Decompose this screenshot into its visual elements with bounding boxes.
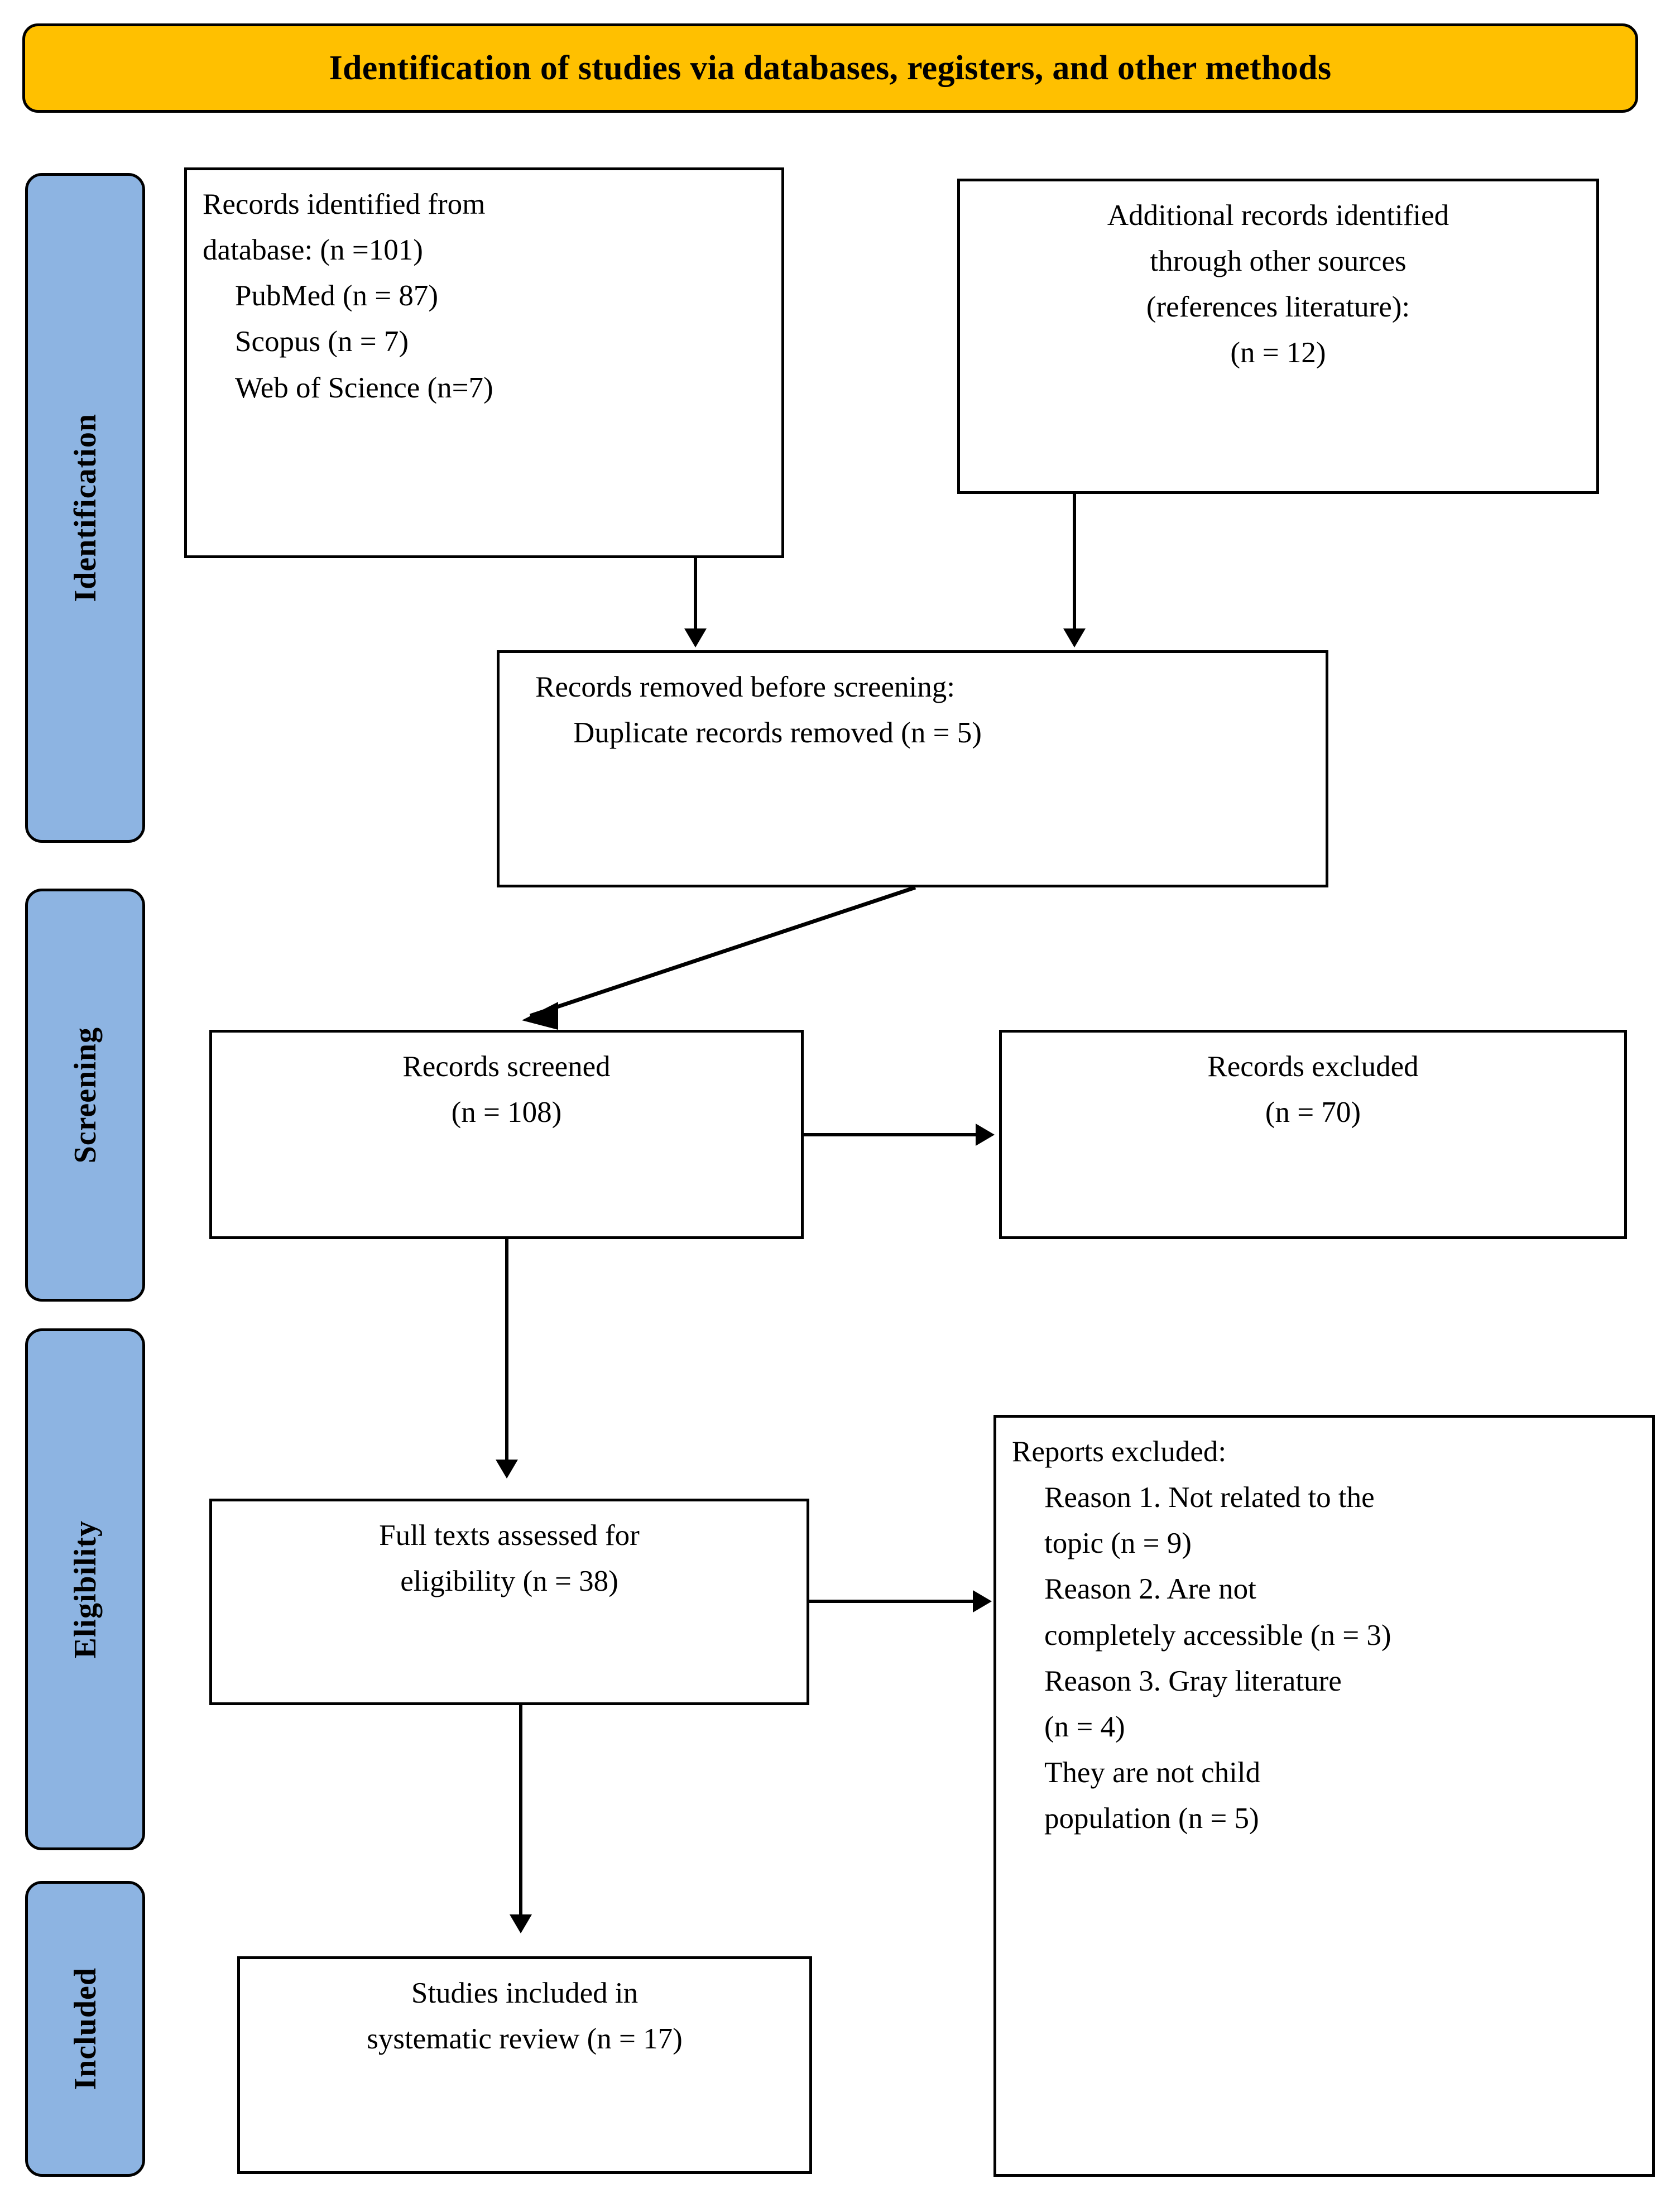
additional-records-line-4: (n = 12)	[1230, 337, 1326, 369]
connector-additional-to-removed	[1073, 494, 1076, 631]
additional-records-line-2: through other sources	[1150, 245, 1407, 278]
records-removed-line-1: Records removed before screening:	[535, 671, 955, 703]
records-identified-line-4: Scopus (n = 7)	[235, 325, 409, 358]
stage-label-eligibility: Eligibility	[25, 1328, 145, 1850]
records-excluded-line-1: Records excluded	[1207, 1050, 1419, 1083]
reports-excluded-reason-2-line-1: Reason 2. Are not	[1012, 1566, 1636, 1612]
connector-fulltexts-to-reports-excluded	[809, 1600, 977, 1603]
records-identified-line-1-c: from	[428, 188, 486, 220]
reports-excluded-heading: Reports excluded:	[1012, 1436, 1227, 1468]
box-studies-included: Studies included in systematic review (n…	[237, 1956, 812, 2174]
reason-2-word-2: 2.	[1139, 1573, 1161, 1606]
connector-fulltexts-to-studies-included	[519, 1705, 522, 1917]
reason-2-word-1: Reason	[1044, 1573, 1132, 1606]
reports-excluded-reason-2-line-2: completely accessible (n = 3)	[1044, 1619, 1391, 1652]
arrowhead-removed-to-screened	[522, 1002, 558, 1030]
page-title: Identification of studies via databases,…	[329, 49, 1332, 87]
box-records-removed: Records removed before screening: Duplic…	[497, 650, 1328, 887]
connector-removed-to-screened	[529, 885, 916, 1018]
stage-label-screening-text: Screening	[68, 1026, 103, 1164]
box-reports-excluded: Reports excluded: Reason 1. Not related …	[993, 1415, 1655, 2177]
stage-label-identification: Identification	[25, 173, 145, 843]
reason-4-word-3: not	[1156, 1756, 1194, 1789]
stage-label-included-text: Included	[68, 1967, 103, 2090]
stage-label-included: Included	[25, 1881, 145, 2177]
diagram-title-banner: Identification of studies via databases,…	[22, 23, 1638, 113]
records-identified-line-5: Web of Science (n=7)	[235, 371, 493, 404]
reason-4-word-2: are	[1112, 1756, 1149, 1789]
records-identified-line-1-b: identified	[306, 188, 421, 220]
records-excluded-line-2: (n = 70)	[1265, 1096, 1361, 1129]
arrowhead-screened-to-excluded	[976, 1124, 995, 1146]
connector-identified-to-removed	[694, 558, 697, 631]
records-screened-line-1: Records screened	[402, 1050, 611, 1083]
studies-included-line-1: Studies included in	[411, 1977, 639, 2009]
records-identified-line-2: database: (n =101)	[203, 234, 423, 267]
arrowhead-fulltexts-to-studies-included	[510, 1914, 532, 1933]
stage-label-screening: Screening	[25, 889, 145, 1302]
records-identified-line-1: Records identified from	[203, 181, 766, 227]
full-texts-line-1: Full texts assessed for	[379, 1519, 640, 1552]
box-records-excluded: Records excluded (n = 70)	[999, 1030, 1627, 1239]
additional-records-line-1: Additional records identified	[1107, 199, 1449, 232]
arrowhead-fulltexts-to-reports-excluded	[973, 1590, 992, 1612]
reason-4-word-4: child	[1201, 1756, 1261, 1789]
records-screened-line-2: (n = 108)	[451, 1096, 562, 1129]
connector-screened-to-excluded	[804, 1133, 977, 1136]
stage-label-identification-text: Identification	[68, 414, 103, 602]
arrowhead-screened-to-fulltexts	[496, 1460, 518, 1479]
studies-included-line-2: systematic review (n = 17)	[367, 2023, 683, 2056]
full-texts-line-2: eligibility (n = 38)	[400, 1565, 618, 1598]
arrowhead-identified-to-removed	[684, 628, 707, 647]
reason-2-word-4: not	[1218, 1573, 1256, 1606]
reports-excluded-reason-1-line-1: Reason 1. Not related to the	[1044, 1481, 1375, 1514]
box-full-texts-assessed: Full texts assessed for eligibility (n =…	[209, 1499, 809, 1705]
reports-excluded-reason-4-line-1: They are not child	[1012, 1750, 1636, 1796]
box-records-identified: Records identified from database: (n =10…	[184, 167, 784, 558]
reports-excluded-reason-4-line-2: population (n = 5)	[1044, 1802, 1259, 1835]
reason-2-word-3: Are	[1167, 1573, 1211, 1606]
arrowhead-additional-to-removed	[1063, 628, 1086, 647]
connector-screened-to-fulltexts	[505, 1239, 508, 1462]
reports-excluded-reason-1-line-2: topic (n = 9)	[1044, 1527, 1192, 1560]
stage-label-eligibility-text: Eligibility	[68, 1520, 103, 1659]
reason-4-word-1: They	[1044, 1756, 1105, 1789]
records-removed-line-2: Duplicate records removed (n = 5)	[573, 717, 982, 750]
box-records-screened: Records screened (n = 108)	[209, 1030, 804, 1239]
records-identified-line-3: PubMed (n = 87)	[235, 280, 439, 313]
box-additional-records: Additional records identified through ot…	[957, 179, 1599, 494]
additional-records-line-3: (references literature):	[1146, 291, 1410, 324]
records-identified-line-1-a: Records	[203, 188, 300, 220]
reports-excluded-reason-3-line-2: (n = 4)	[1044, 1710, 1125, 1743]
reports-excluded-reason-3-line-1: Reason 3. Gray literature	[1044, 1664, 1342, 1697]
